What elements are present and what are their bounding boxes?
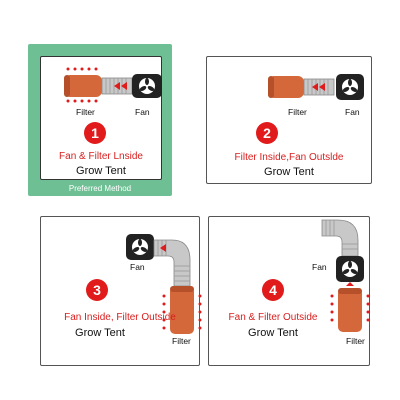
panel-4-fan-label: Fan [312,262,327,272]
panel-1-title: Fan & Filter Lnside [59,151,143,162]
panel-1-subtitle: Grow Tent [76,165,126,177]
panel-2-filter-label: Filter [288,107,307,117]
filter-icon [170,286,194,334]
panel-2-number-badge: 2 [256,122,278,144]
panel-3-illustration [126,234,202,334]
duct-icon [321,219,359,257]
panel-2-title: Filter Inside,Fan Outslde [234,152,344,163]
panel-2-subtitle: Grow Tent [264,166,314,178]
filter-icon [268,76,304,98]
panel-1-fan-label: Fan [135,107,150,117]
panel-4-number-badge: 4 [262,279,284,301]
airflow-dots-icon [66,67,98,103]
panel-4-subtitle: Grow Tent [248,327,298,339]
filter-icon [64,75,102,97]
duct-icon [153,239,191,287]
panel-3-title: Fan Inside, Filter Outside [64,312,176,323]
panel-4-illustration [321,219,370,332]
panel-4-title: Fan & Filter Outside [228,312,318,323]
fan-icon [132,74,162,98]
filter-icon [338,288,362,332]
airflow-dots-icon [330,294,370,322]
fan-icon [336,256,364,282]
panel-2-illustration [268,74,364,100]
preferred-method-caption: Preferred Method [68,184,132,193]
panel-1-illustration [64,67,162,103]
airflow-arrow-icon [346,282,354,286]
fan-icon [336,74,364,100]
fan-icon [126,234,154,260]
airflow-arrow-icon [114,82,127,90]
panel-1-filter-label: Filter [76,107,95,117]
panel-3-filter-label: Filter [172,336,191,346]
airflow-arrow-icon [312,83,325,91]
panel-3-subtitle: Grow Tent [75,327,125,339]
panel-3-number-badge: 3 [86,279,108,301]
panel-4-filter-label: Filter [346,336,365,346]
panel-2-fan-label: Fan [345,107,360,117]
airflow-arrow-icon [160,244,166,252]
airflow-dots-icon [162,294,202,330]
panel-1-number-badge: 1 [84,122,106,144]
panel-3-fan-label: Fan [130,262,145,272]
